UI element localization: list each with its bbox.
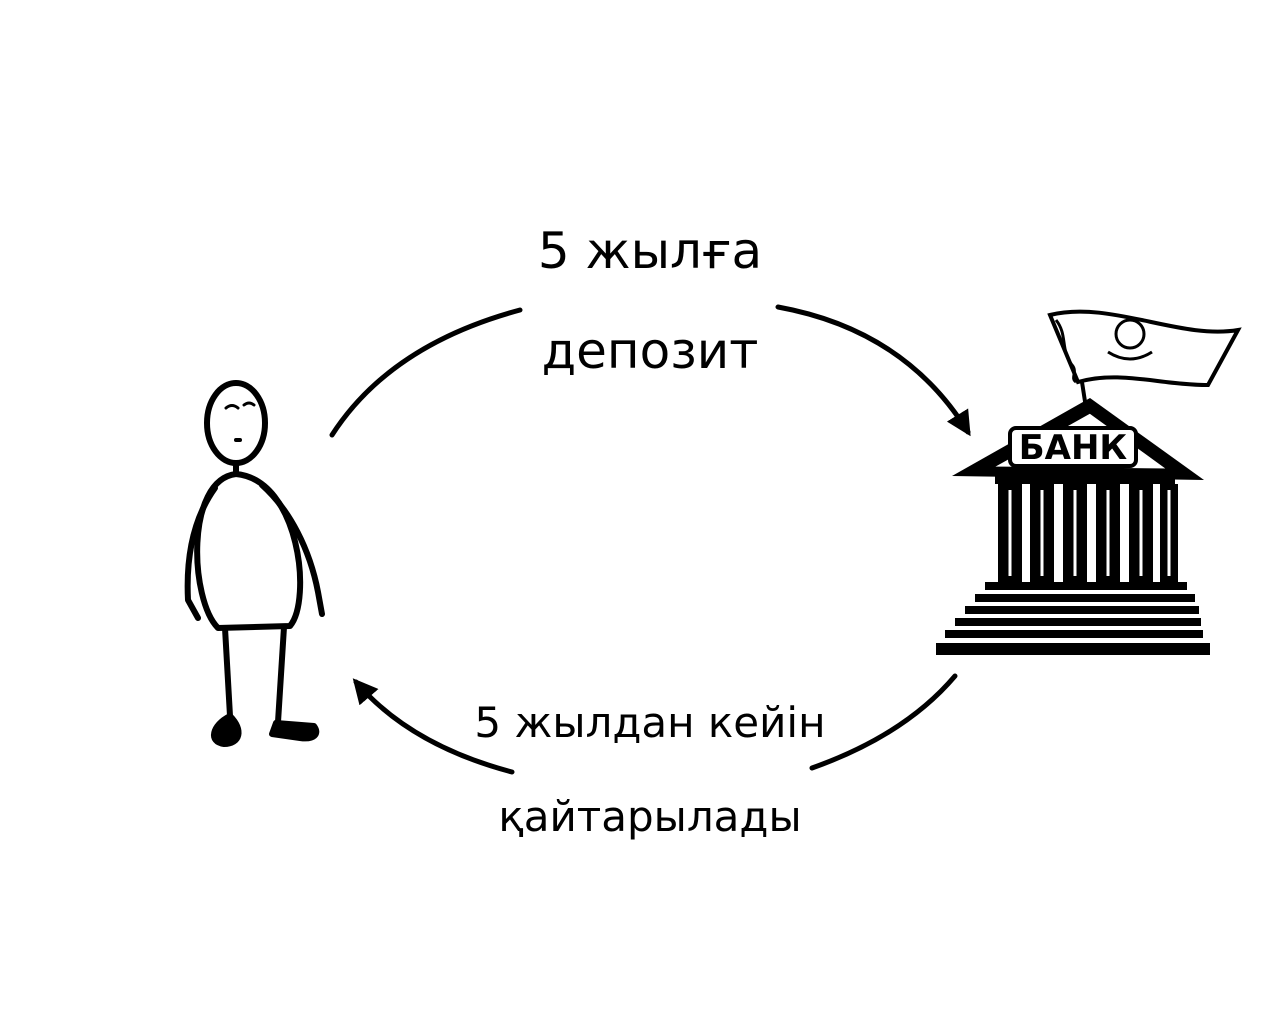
flag-eagle-icon [1107,350,1153,361]
person-left-arm [184,485,218,621]
return-arc-left [352,678,515,775]
return-arc-right [809,673,958,771]
person-right-leg [275,624,287,725]
bank-building: БАНК [936,309,1242,655]
bank-flag [1047,309,1242,409]
bank-step [965,606,1199,614]
bank-step [945,630,1203,638]
return-label-line1: 5 жылдан кейін [474,698,826,747]
flag-cloth [1047,309,1242,388]
person-body [194,471,304,631]
bank-steps [936,582,1210,655]
deposit-arc-left [329,307,523,438]
person-figure [184,380,325,747]
deposit-label-line1: 5 жылға [537,222,763,280]
bank-column-flutes [1008,490,1171,576]
deposit-label-line2: депозит [541,322,759,380]
bank-step [955,618,1201,626]
return-label-line2: қайтарылады [498,792,802,841]
bank-sign-text: БАНК [1019,428,1128,468]
flag-sun-icon [1114,318,1146,350]
person-right-arm [259,482,325,617]
person-eyes [224,401,256,410]
bank-step [985,582,1187,590]
bank-entablature [995,474,1175,484]
person-head [204,380,268,466]
bank-columns [998,484,1178,582]
person-left-foot [211,713,242,747]
bank-step [936,643,1210,655]
deposit-arrow [329,304,971,438]
return-arrow [352,673,958,775]
bank-step [975,594,1195,602]
bank-sign-box [1008,426,1138,468]
flag-ornament [1054,319,1078,384]
deposit-arc-right [775,304,971,437]
person-right-foot [269,720,320,742]
person-left-leg [222,625,233,719]
